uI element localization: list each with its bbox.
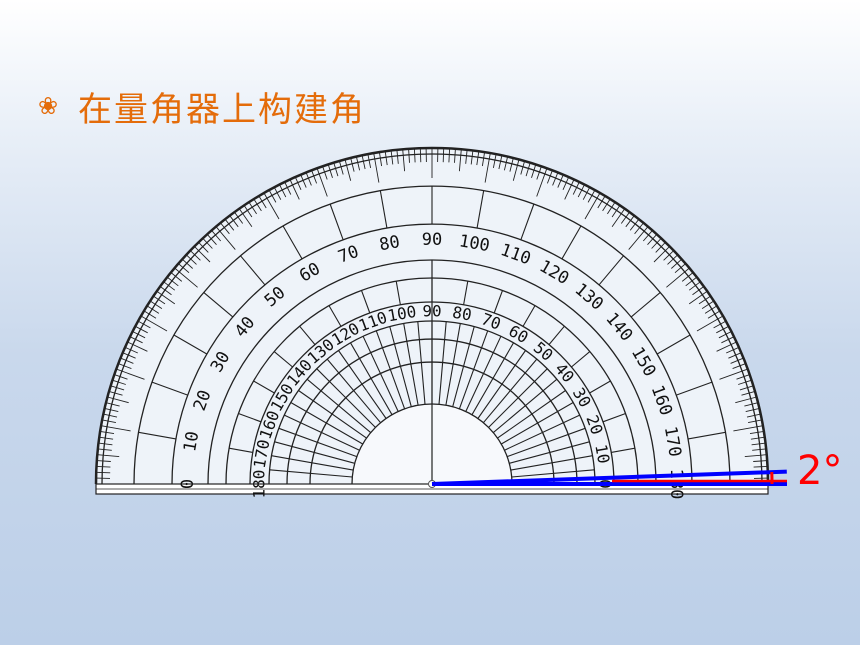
inner-scale-label: 100 bbox=[386, 302, 418, 326]
flower-bullet-icon: ❀ bbox=[38, 92, 59, 120]
outer-scale-label: 80 bbox=[378, 232, 402, 255]
angle-label: 2° bbox=[797, 448, 843, 494]
inner-scale-label: 80 bbox=[451, 303, 473, 325]
slide-title-row: ❀ 在量角器上构建角 bbox=[38, 84, 366, 130]
inner-scale-label: 180 bbox=[250, 470, 269, 499]
inner-radial-ticks bbox=[269, 321, 595, 485]
scale-arc bbox=[171, 223, 693, 485]
outer-degree-ticks bbox=[96, 148, 768, 485]
outer-scale-label: 0 bbox=[178, 479, 198, 489]
slide-title: 在量角器上构建角 bbox=[78, 89, 366, 130]
angle-ray bbox=[431, 469, 787, 486]
outer-scale-label: 90 bbox=[422, 230, 442, 250]
band-ticks bbox=[134, 186, 730, 485]
inner-scale-label: 170 bbox=[250, 438, 274, 470]
constructed-angle bbox=[431, 469, 787, 486]
outer-scale-label: 10 bbox=[180, 430, 203, 454]
inner-scale-label: 10 bbox=[591, 443, 613, 465]
protractor-ticks bbox=[96, 148, 768, 485]
inner-scale-label: 90 bbox=[422, 302, 441, 321]
